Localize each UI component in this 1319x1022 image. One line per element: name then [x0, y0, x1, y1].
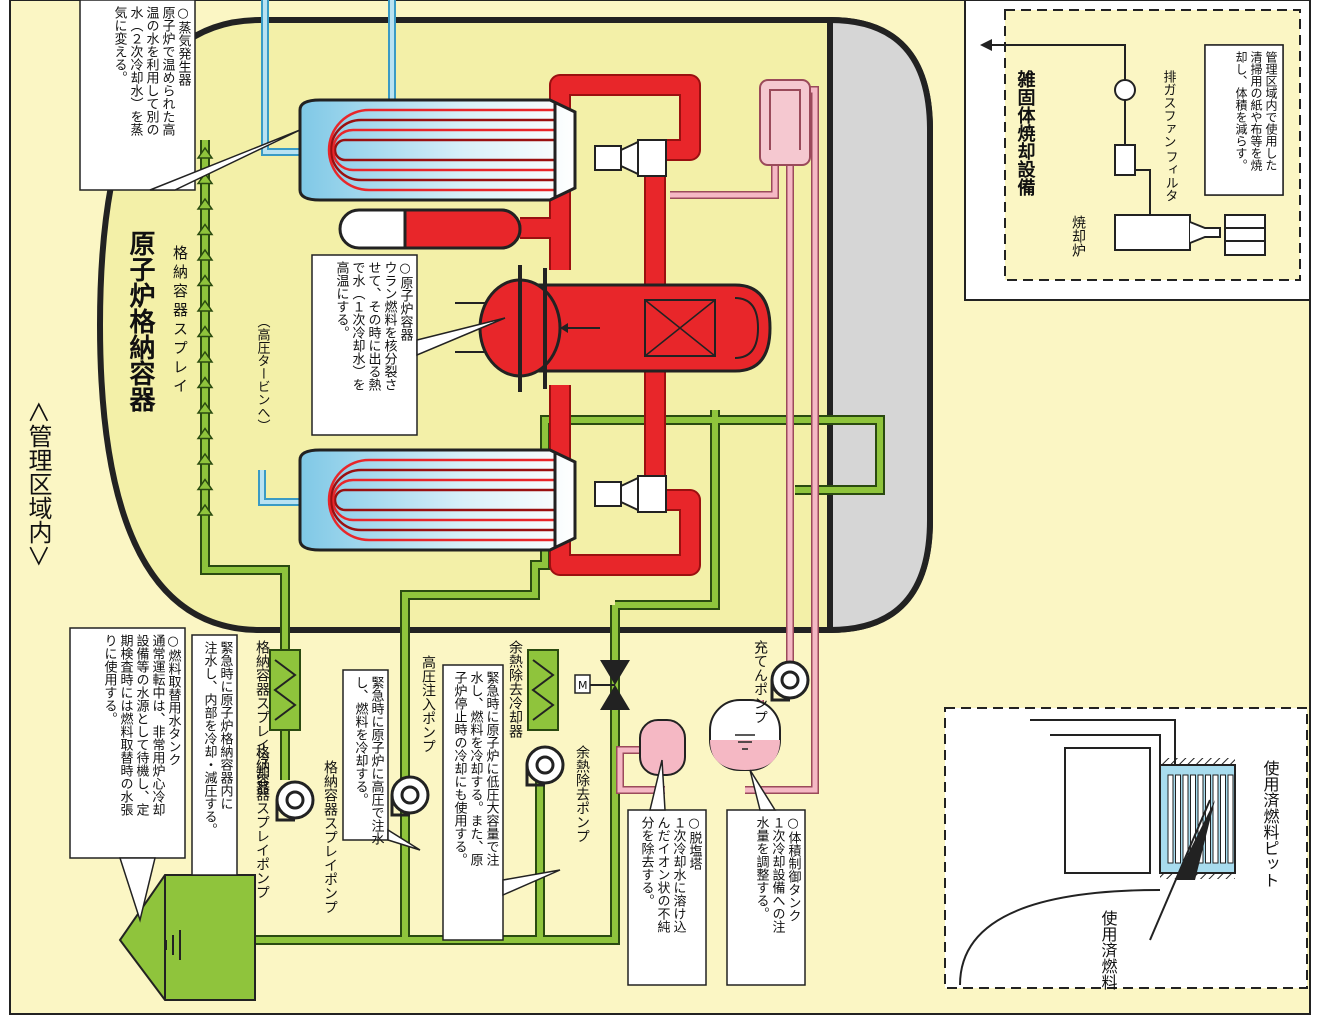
reactor-vessel-callout-text: 高温にする。 — [334, 260, 350, 339]
incinerator-title: 雑固体焼却設備 — [1015, 69, 1037, 197]
spray-nozzle — [196, 478, 214, 491]
rhr-callout-text: 緊急時に原子炉に低圧大容量で注 — [484, 671, 500, 867]
reactor-coolant-pump-bottom — [594, 475, 667, 513]
reactor-vessel-callout-text: せて、その時に出る熱 — [366, 261, 382, 392]
vct-callout-text: 水量を調整する。 — [754, 816, 770, 920]
spray-pump — [275, 780, 315, 822]
rhr-pump — [525, 745, 565, 787]
incinerator-callout-text: 管理区域内で使用した — [1264, 50, 1278, 171]
fuel-water-tank-callout: ○燃料取替用水タンク通常運転中は、非常用炉心冷却設備等の水源として待機し、定期検… — [69, 627, 186, 923]
reactor-vessel-callout: ○原子炉容器ウラン燃料を核分裂させて、その時に出る熱で水（１次冷却水）を高温にす… — [311, 254, 506, 436]
hp-injection-pump — [390, 775, 430, 817]
demineralizer-callout-text: ○脱塩塔 — [687, 816, 703, 870]
spray-nozzle — [196, 274, 214, 287]
steam-generator-callout: ○蒸気発生器原子炉で温められた高温の水を利用して別の水（２次冷却水）を蒸気に変え… — [79, 0, 301, 191]
spray-callout-text: 注水し、内部を冷却・減圧する。 — [202, 641, 218, 836]
spray-nozzle — [196, 503, 214, 516]
spray-nozzle — [196, 427, 214, 440]
spray-label: 格納容器スプレイ — [171, 245, 189, 397]
spray-pump-label-2: 格納容器スプレイポンプ — [322, 760, 338, 914]
spray-nozzle — [196, 376, 214, 389]
rhr-callout-text: 子炉停止時の冷却にも使用する。 — [452, 671, 468, 866]
motor-label: M — [578, 679, 588, 692]
fuel-water-tank-callout-text: ○燃料取替用水タンク — [166, 634, 182, 766]
rhr-callout: 緊急時に原子炉に低圧大容量で注水し、燃料を冷却する。また、原子炉停止時の冷却にも… — [442, 664, 561, 941]
steam-generator-callout-text: 温の水を利用して別の — [144, 6, 160, 136]
rhr-pump-label: 余熱除去ポンプ — [574, 744, 590, 843]
spray-nozzle — [196, 299, 214, 312]
pressurizer — [338, 208, 522, 250]
charging-pump — [770, 660, 810, 702]
reactor-vessel-callout-text: で水（１次冷却水）を — [350, 261, 366, 391]
hp-injection-callout-text: し、燃料を冷却する。 — [353, 676, 369, 806]
vct-callout-text: １次冷却設備への注 — [770, 816, 786, 934]
fuel-water-tank-callout-text: 通常運転中は、非常用炉心冷却 — [150, 634, 166, 816]
motor-valve: M — [574, 660, 630, 710]
reactor-coolant-pump-top — [594, 139, 667, 177]
regenerative-hx — [759, 79, 811, 166]
spray-cooler — [269, 649, 301, 731]
spent-fuel-label: 使用済燃料 — [1099, 910, 1118, 990]
steam-generator-callout-text: ○蒸気発生器 — [176, 6, 192, 87]
demineralizer-callout-text: んだイオン状の不純 — [655, 816, 671, 933]
exhaust-fan-label: 排ガスファン — [1161, 70, 1177, 148]
filter-label: フィルタ — [1163, 150, 1178, 202]
steam-generator-callout-text: 気に変える。 — [112, 5, 128, 84]
spray-callout-text: 緊急時に原子炉格納容器内に — [218, 641, 234, 810]
spent-fuel-pit-label: 使用済燃料ピット — [1261, 760, 1280, 888]
spray-pump-label: 格納容器スプレイポンプ — [254, 745, 270, 899]
spent-fuel-pit-area — [944, 707, 1308, 989]
vct-callout-text: ○体積制御タンク — [786, 816, 802, 922]
demineralizer-callout-text: １次冷却水に溶け込 — [671, 816, 687, 933]
spray-nozzle — [196, 248, 214, 261]
refueling-water-tank — [118, 874, 256, 1001]
spray-nozzle — [196, 172, 214, 185]
spray-nozzle — [196, 146, 214, 159]
demineralizer-callout-text: 分を除去する。 — [639, 816, 655, 907]
incinerator-label: 焼却炉 — [1070, 215, 1086, 257]
spray-nozzle — [196, 325, 214, 338]
reactor-vessel-callout-text: ○原子炉容器 — [398, 261, 414, 342]
fuel-water-tank-callout-text: 期検査時には燃料取替時の水張 — [118, 634, 134, 816]
steam-generator-bottom — [298, 448, 577, 552]
area-title: ＜管理区域内＞ — [24, 400, 52, 568]
spray-nozzle — [196, 401, 214, 414]
rhr-cooler-label: 余熱除去冷却器 — [507, 639, 523, 738]
rhr-cooler — [527, 649, 559, 731]
steam-generator-callout-text: 水（２次冷却水）を蒸 — [128, 6, 144, 137]
incinerator-callout-text: 却し、体積を減らす。 — [1234, 51, 1248, 171]
spray-nozzle — [196, 197, 214, 210]
charging-pump-label: 充てんポンプ — [752, 640, 768, 724]
spray-nozzle — [196, 452, 214, 465]
spray-nozzle — [196, 350, 214, 363]
reactor-vessel-callout-text: ウラン燃料を核分裂さ — [382, 261, 398, 391]
steam-generator-callout-text: 原子炉で温められた高 — [160, 6, 176, 136]
steam-generator-top — [298, 98, 577, 202]
hp-pump-label: 高圧注入ポンプ — [420, 654, 436, 753]
containment-title: 原子炉格納容器 — [125, 230, 156, 412]
rhr-callout-text: 水し、燃料を冷却する。また、原 — [468, 671, 484, 866]
fuel-water-tank-callout-text: 設備等の水源として待機し、定 — [134, 633, 150, 817]
spray-nozzle — [196, 223, 214, 236]
hp-injection-callout-text: 緊急時に原子炉に高圧で注水 — [369, 676, 385, 845]
fuel-water-tank-callout-text: りに使用する。 — [102, 634, 118, 725]
spray-nozzles — [196, 146, 214, 516]
hp-turbine-label: （高圧タービンへ） — [255, 315, 271, 432]
incinerator-callout-text: 清掃用の紙や布等を焼 — [1249, 51, 1263, 171]
spray-cooler-label: 格納容器スプレイ冷却器 — [254, 640, 270, 794]
volume-control-tank — [709, 699, 781, 771]
